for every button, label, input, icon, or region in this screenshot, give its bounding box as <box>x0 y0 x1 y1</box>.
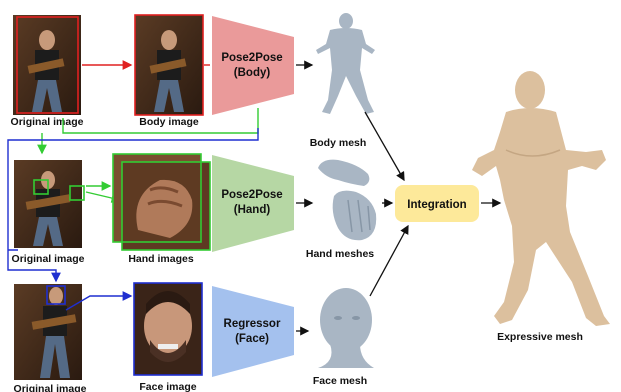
body-image-label: Body image <box>139 116 199 128</box>
pose2pose-body-label-1: Pose2Pose <box>221 52 282 64</box>
original-image-label-1: Original image <box>11 116 84 128</box>
pose2pose-hand-label-1: Pose2Pose <box>221 189 282 201</box>
integration-label: Integration <box>407 199 466 211</box>
face-image <box>134 283 202 375</box>
face-image-label: Face image <box>139 381 196 392</box>
body-mesh <box>316 13 375 114</box>
original-image-2 <box>14 160 82 248</box>
face-mesh <box>318 288 374 368</box>
pose2pose-body-label-2: (Body) <box>234 67 271 79</box>
regressor-face-label-2: (Face) <box>235 333 269 345</box>
original-image-1 <box>13 15 81 115</box>
arrow-face-mesh-to-integration <box>370 226 408 296</box>
body-mesh-label: Body mesh <box>310 137 367 149</box>
face-mesh-label: Face mesh <box>313 375 367 387</box>
hand-images-label: Hand images <box>128 253 194 265</box>
pose2pose-body-block <box>212 16 294 115</box>
original-image-label-3: Original image <box>14 383 87 392</box>
hand-meshes-label: Hand meshes <box>306 248 374 260</box>
expressive-mesh-label: Expressive mesh <box>497 331 583 343</box>
regressor-face-block <box>212 286 294 377</box>
arrow-body-mesh-to-integration <box>365 112 404 180</box>
arrow-blue-loop <box>8 128 258 148</box>
original-image-label-2: Original image <box>12 253 85 265</box>
hand-meshes <box>318 160 376 241</box>
expressive-mesh <box>472 71 610 326</box>
hand-images <box>113 154 210 250</box>
pose2pose-hand-label-2: (Hand) <box>234 204 271 216</box>
original-image-3 <box>14 284 82 380</box>
regressor-face-label-1: Regressor <box>224 318 281 330</box>
body-image <box>135 15 203 115</box>
